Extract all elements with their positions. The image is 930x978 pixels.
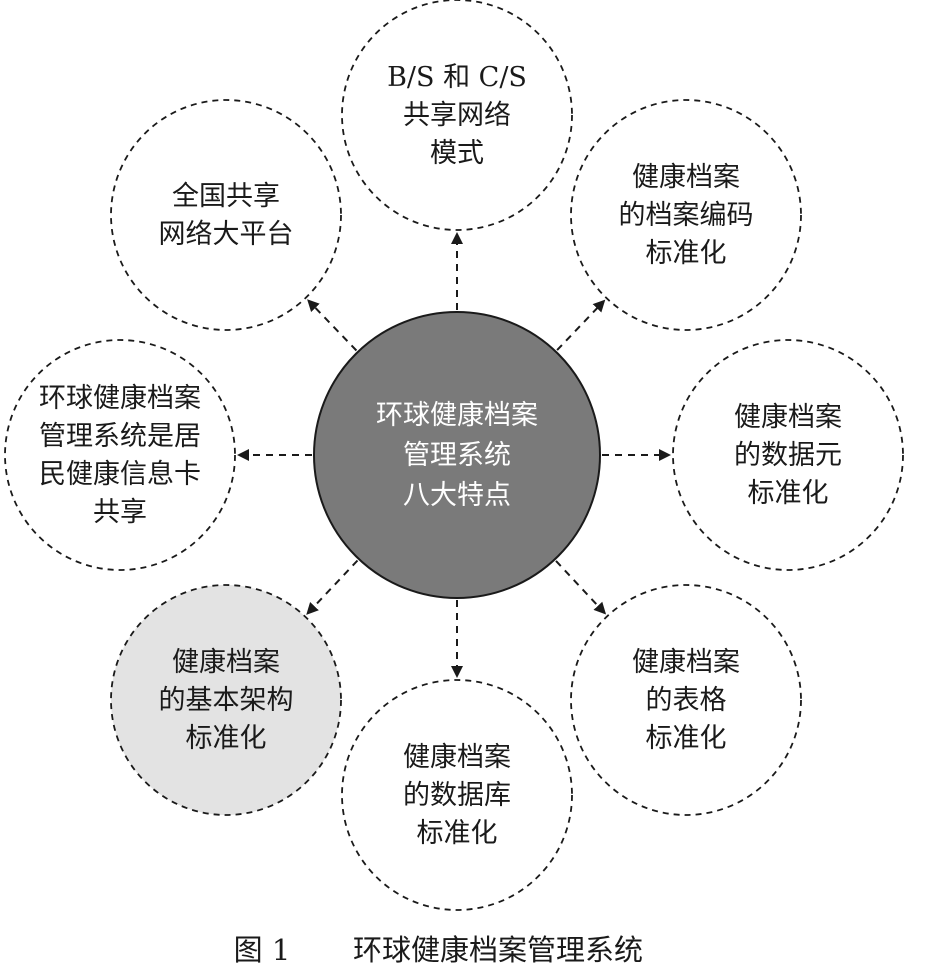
feature-nodes: B/S 和 C/S共享网络模式健康档案的档案编码标准化健康档案的数据元标准化健康… xyxy=(4,0,904,911)
node-label-left-4: 共享 xyxy=(93,497,147,528)
node-label-bottom-left-2: 的基本架构 xyxy=(159,685,294,716)
node-label-top-right-3: 标准化 xyxy=(646,238,727,269)
node-label-right-3: 标准化 xyxy=(748,478,829,509)
connector-arrows xyxy=(237,232,671,678)
node-label-bottom-left-1: 健康档案 xyxy=(172,647,280,678)
node-circle-top xyxy=(341,0,573,231)
node-label-top-1: B/S 和 C/S xyxy=(387,62,527,93)
node-circle-left xyxy=(4,339,236,571)
center-line-2: 管理系统 xyxy=(403,440,511,471)
center-circle xyxy=(313,311,601,599)
node-label-bottom-1: 健康档案 xyxy=(403,742,511,773)
node-label-top-3: 模式 xyxy=(430,138,484,169)
node-label-bottom-right-3: 标准化 xyxy=(646,723,727,754)
node-label-top-2: 共享网络 xyxy=(403,100,511,131)
node-circle-top-left xyxy=(110,99,342,331)
node-label-right-2: 的数据元 xyxy=(734,440,842,471)
center-line-3: 八大特点 xyxy=(403,480,511,511)
node-circle-top-right xyxy=(570,99,802,331)
node-label-left-2: 管理系统是居 xyxy=(39,421,201,452)
node-circle-right xyxy=(672,339,904,571)
node-label-top-right-2: 的档案编码 xyxy=(619,200,754,231)
caption-figure-label: 图 1 xyxy=(234,933,291,967)
node-label-right-1: 健康档案 xyxy=(734,402,842,433)
node-label-bottom-3: 标准化 xyxy=(417,818,498,849)
node-circle-bottom xyxy=(341,679,573,911)
caption-title: 环球健康档案管理系统 xyxy=(353,933,643,967)
node-label-top-left-2: 网络大平台 xyxy=(159,219,294,250)
node-label-bottom-2: 的数据库 xyxy=(403,780,511,811)
arrow-to-bottom-right xyxy=(555,560,607,615)
node-label-bottom-right-1: 健康档案 xyxy=(632,647,740,678)
node-label-bottom-right-2: 的表格 xyxy=(646,685,727,716)
center-line-1: 环球健康档案 xyxy=(376,400,538,431)
node-circle-bottom-left xyxy=(110,584,342,816)
node-circle-bottom-right xyxy=(570,584,802,816)
figure-caption: 图 1 环球健康档案管理系统 xyxy=(234,933,643,967)
arrow-to-bottom-left xyxy=(306,559,359,615)
node-label-bottom-left-3: 标准化 xyxy=(186,723,267,754)
node-label-left-3: 民健康信息卡 xyxy=(39,459,201,490)
arrow-to-top-right xyxy=(556,299,606,351)
center-node: 环球健康档案 管理系统 八大特点 xyxy=(313,311,601,599)
arrow-to-top-left xyxy=(307,299,358,352)
node-label-left-1: 环球健康档案 xyxy=(39,383,201,414)
node-label-top-left-1: 全国共享 xyxy=(172,181,280,212)
node-label-top-right-1: 健康档案 xyxy=(632,162,740,193)
